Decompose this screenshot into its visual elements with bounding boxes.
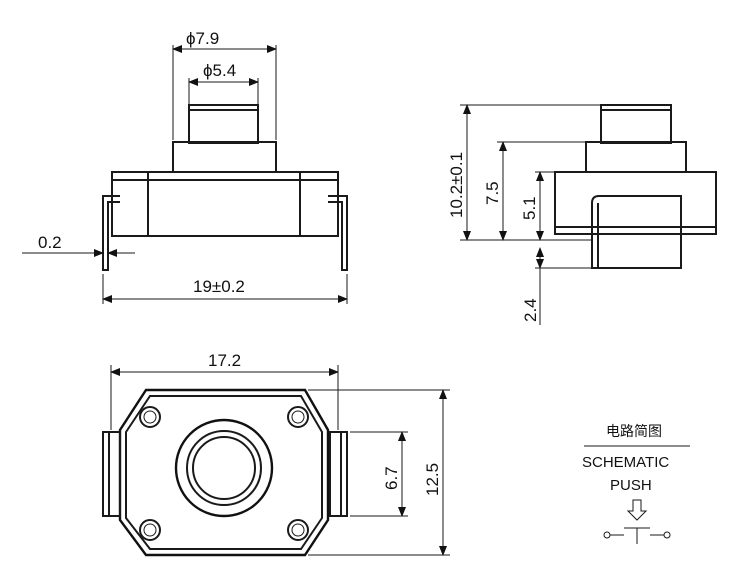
dim-total-height: 10.2±0.1 <box>447 152 466 218</box>
schematic-push-label: PUSH <box>610 477 652 494</box>
dim-body-width-bottom: 12.5 <box>423 463 442 496</box>
dim-pin-height: 2.4 <box>521 298 540 322</box>
dim-body-width: 19±0.2 <box>193 277 245 296</box>
dim-pin-thickness: 0.2 <box>38 233 62 252</box>
side-view: 10.2±0.1 7.5 5.1 2.4 <box>447 104 717 325</box>
bottom-view: 17.2 6.7 12.5 <box>102 351 450 557</box>
push-switch-symbol-icon <box>603 527 671 544</box>
dim-inner-diameter: ϕ5.4 <box>203 61 236 80</box>
dim-body-length: 17.2 <box>208 351 241 370</box>
schematic-title-cn: 电路简图 <box>606 423 662 440</box>
schematic-title-en: SCHEMATIC <box>582 454 669 471</box>
front-view: ϕ7.9 ϕ5.4 0.2 19±0.2 <box>22 29 348 304</box>
dim-pin-span: 6.7 <box>382 466 401 490</box>
dim-body-height: 5.1 <box>520 196 539 220</box>
push-arrow-icon <box>626 499 648 521</box>
dim-outer-diameter: ϕ7.9 <box>186 29 219 48</box>
dim-actuator-height: 7.5 <box>483 181 502 205</box>
schematic: 电路简图 SCHEMATIC PUSH <box>582 423 690 544</box>
